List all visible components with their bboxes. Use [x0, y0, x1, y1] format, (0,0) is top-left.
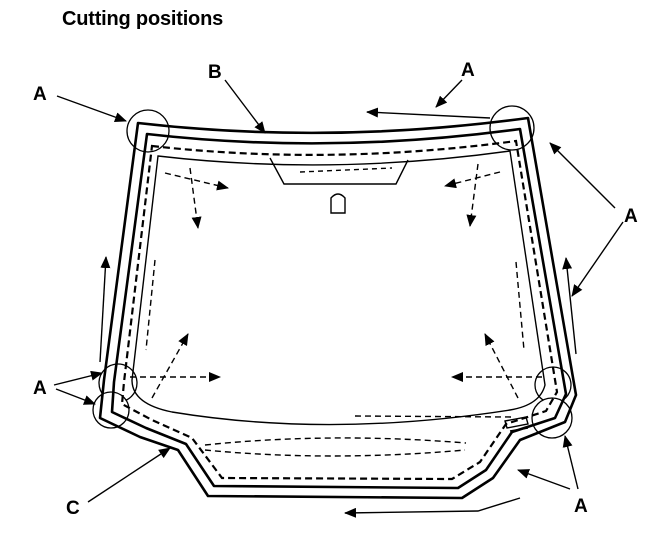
- leader-a-left-1: [53, 370, 103, 386]
- arrow-right-upward: [562, 257, 577, 355]
- label-a-right: A: [624, 206, 638, 227]
- arrow-lower-right-up: [484, 333, 519, 399]
- arrow-upper-left-right: [164, 172, 229, 191]
- label-a-top-right: A: [461, 60, 475, 81]
- arrow-lower-left-up: [151, 333, 189, 399]
- mirror-button: [330, 193, 346, 214]
- cutting-line: [120, 139, 559, 481]
- lower-dashed-line-1: [204, 437, 467, 446]
- leader-a-right-1: [549, 142, 616, 209]
- arrow-top-leftward: [366, 107, 491, 119]
- leader-a-bottom-2: [562, 435, 579, 490]
- page-title: Cutting positions: [62, 8, 224, 30]
- lower-dashed-line-3: [354, 415, 513, 418]
- mirror-mount-dashed: [299, 167, 393, 173]
- mirror-mount-area: [269, 157, 409, 185]
- label-a-bottom: A: [574, 496, 588, 517]
- arrow-bottom-leftward: [344, 497, 521, 518]
- windshield-outer-edge: [98, 116, 578, 500]
- right-side-dashed: [515, 261, 525, 351]
- leader-lines: [53, 79, 624, 503]
- wire-path-arrows: [99, 107, 577, 518]
- label-a-left: A: [33, 378, 47, 399]
- glass-visible-area: [131, 150, 546, 426]
- windshield-inner-edge: [110, 127, 568, 490]
- label-a-top-left: A: [33, 84, 47, 105]
- leader-b: [224, 79, 266, 134]
- suction-cup-top-left: [126, 109, 170, 153]
- left-side-dashed: [145, 259, 156, 351]
- label-c: C: [66, 498, 80, 519]
- arrow-upper-right-down: [466, 163, 479, 227]
- leader-a-right-2: [571, 221, 624, 297]
- leader-a-top-right: [435, 79, 463, 108]
- arrow-upper-left-down: [189, 167, 202, 229]
- leader-a-left-2: [55, 388, 96, 405]
- label-b: B: [208, 62, 222, 83]
- sensor-bracket: [504, 416, 529, 432]
- leader-a-top-left: [56, 95, 127, 122]
- leader-a-bottom-1: [517, 469, 571, 490]
- cutting-direction-arrows: [130, 163, 542, 399]
- arrow-upper-right-left: [444, 171, 501, 189]
- leader-c: [87, 447, 171, 503]
- lower-dashed-line-2: [204, 449, 466, 457]
- arrow-left-upward: [99, 256, 111, 363]
